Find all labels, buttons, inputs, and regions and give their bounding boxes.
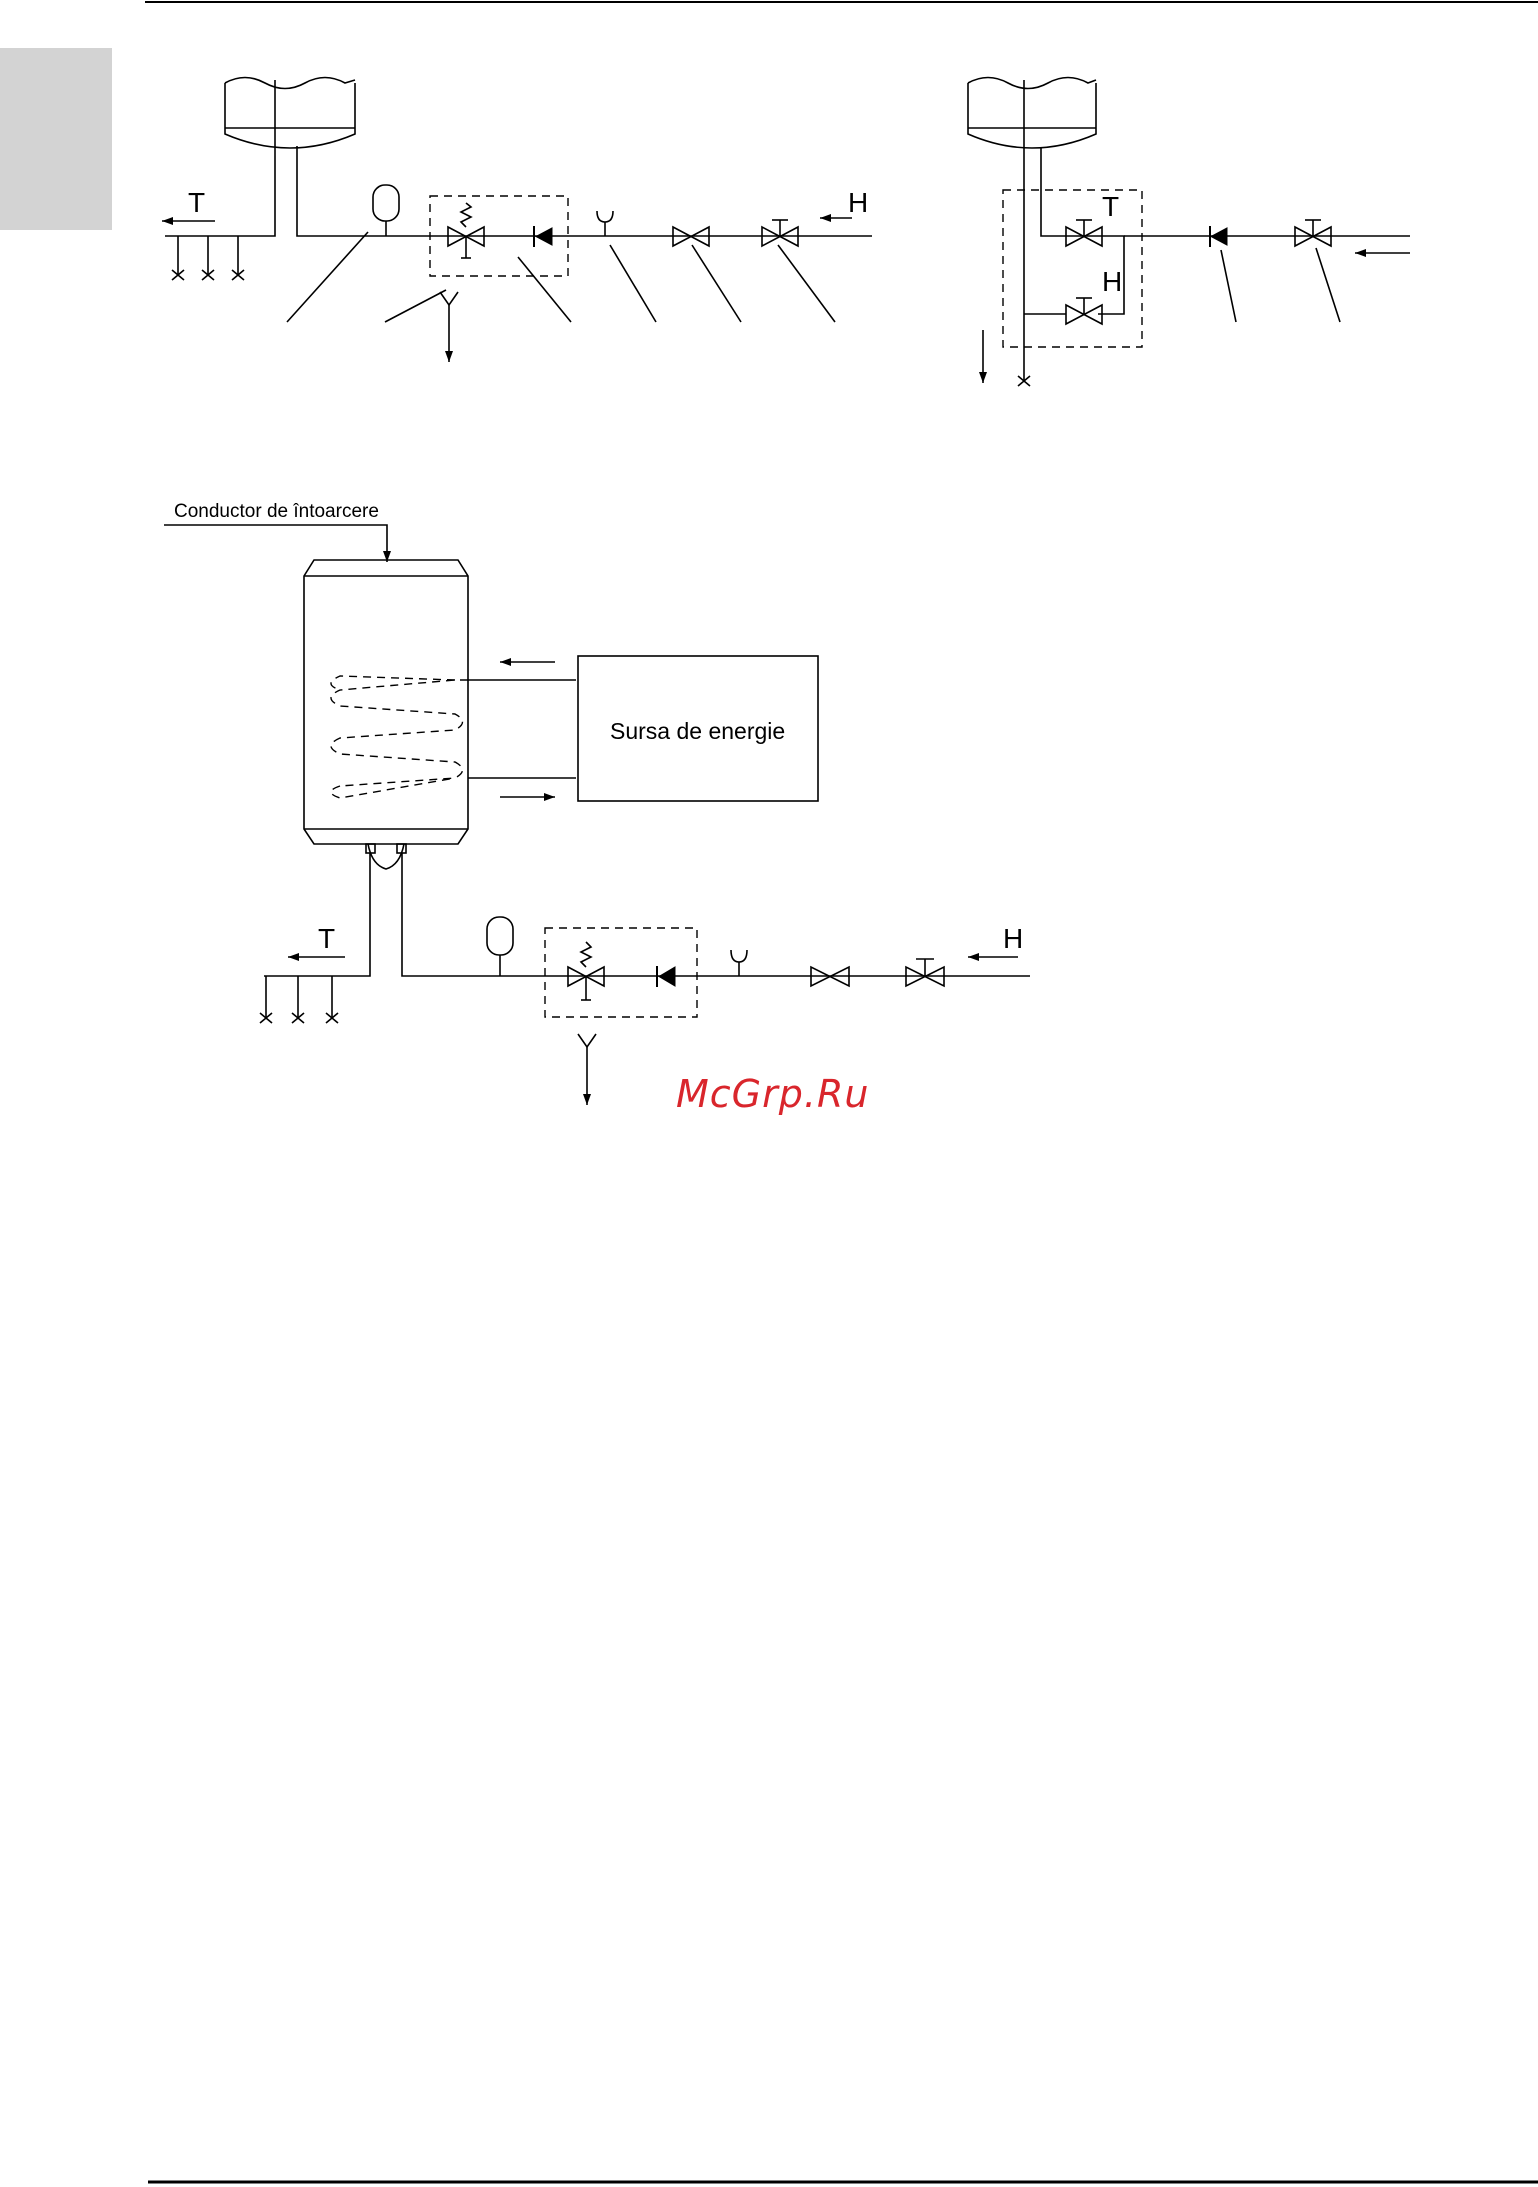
drain-funnel-icon	[578, 1034, 596, 1105]
cold-water-label: H	[1003, 923, 1023, 954]
tank-icon	[968, 78, 1096, 149]
side-tab	[0, 48, 112, 230]
hot-water-label: T	[1102, 191, 1119, 222]
stop-valve-icon	[762, 220, 798, 246]
diagram-bottom: Conductor de întoarcere Sursa de energie	[164, 501, 1030, 1105]
expansion-vessel-icon	[373, 185, 399, 236]
callout-lines	[1221, 248, 1340, 322]
safety-valve-icon	[448, 203, 484, 258]
stop-valve-icon	[906, 959, 944, 986]
heating-coil-icon	[331, 676, 468, 798]
cold-valve-icon	[1066, 298, 1102, 324]
tank-icon	[225, 78, 355, 157]
safety-valve-icon	[568, 942, 604, 1000]
test-point-icon	[731, 950, 747, 976]
hot-water-label: T	[318, 923, 335, 954]
tap-icon	[260, 1013, 338, 1023]
drain-funnel-icon	[440, 292, 458, 362]
watermark: McGrp.Ru	[676, 1072, 869, 1116]
callout-lines	[287, 232, 835, 322]
stop-valve-icon	[1295, 220, 1331, 246]
hot-water-label: T	[188, 187, 205, 218]
return-line-label: Conductor de întoarcere	[174, 501, 379, 522]
water-heater-tank	[304, 560, 468, 869]
test-point-icon	[597, 211, 613, 236]
hot-valve-icon	[1066, 220, 1102, 246]
check-valve-icon	[534, 226, 552, 247]
energy-source-label: Sursa de energie	[610, 718, 785, 744]
diagram-top-left: T	[162, 78, 872, 363]
cold-water-label: H	[848, 187, 868, 218]
cold-water-label: H	[1102, 266, 1122, 297]
diagram-top-right: T H	[968, 78, 1410, 387]
expansion-vessel-icon	[487, 917, 513, 976]
check-valve-icon	[657, 966, 675, 987]
check-valve-icon	[1210, 226, 1227, 247]
